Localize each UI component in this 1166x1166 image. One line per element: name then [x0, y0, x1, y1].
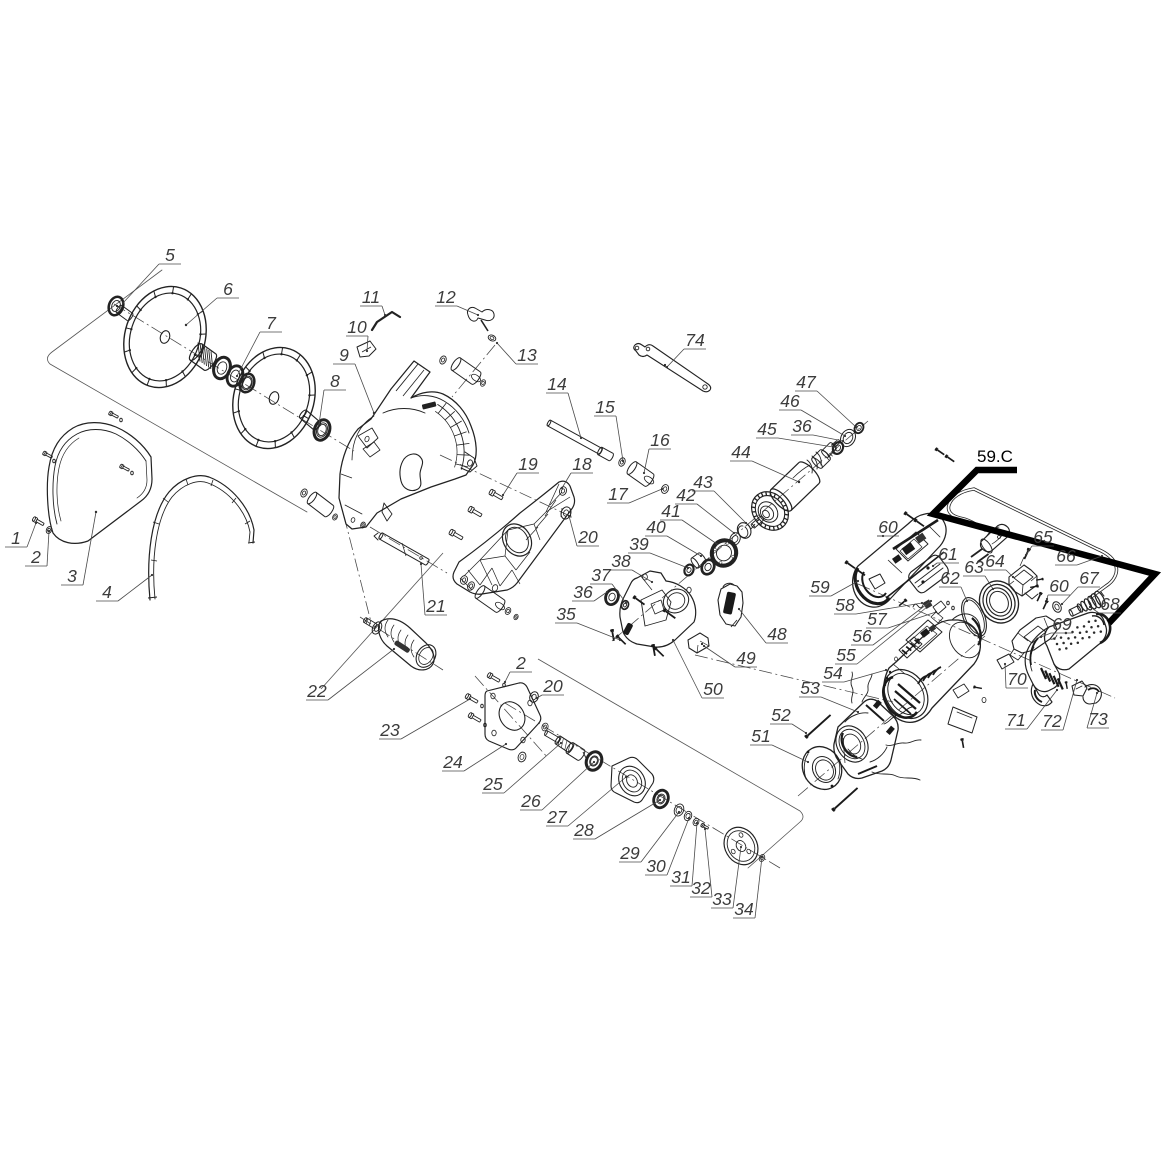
svg-text:16: 16 — [650, 430, 670, 450]
svg-text:36: 36 — [573, 582, 593, 602]
svg-text:61: 61 — [938, 544, 957, 564]
svg-text:51: 51 — [751, 726, 770, 746]
svg-text:59.C: 59.C — [977, 447, 1013, 466]
svg-text:62: 62 — [940, 568, 960, 588]
svg-text:10: 10 — [347, 317, 367, 337]
svg-text:9: 9 — [339, 345, 349, 365]
svg-text:27: 27 — [546, 807, 568, 827]
svg-text:63: 63 — [964, 557, 984, 577]
svg-text:22: 22 — [306, 681, 327, 701]
svg-text:40: 40 — [646, 517, 666, 537]
svg-text:26: 26 — [520, 791, 541, 811]
svg-text:36: 36 — [792, 416, 812, 436]
svg-text:58: 58 — [835, 595, 855, 615]
svg-text:53: 53 — [800, 678, 820, 698]
svg-text:52: 52 — [771, 705, 791, 725]
svg-text:24: 24 — [442, 752, 463, 772]
svg-text:45: 45 — [757, 419, 777, 439]
svg-text:21: 21 — [425, 596, 445, 616]
svg-text:65: 65 — [1033, 527, 1053, 547]
svg-text:20: 20 — [542, 676, 563, 696]
svg-text:32: 32 — [691, 878, 711, 898]
svg-text:59: 59 — [810, 577, 830, 597]
svg-text:48: 48 — [767, 624, 787, 644]
svg-text:64: 64 — [985, 551, 1005, 571]
svg-text:28: 28 — [573, 820, 594, 840]
svg-text:12: 12 — [436, 287, 456, 307]
svg-text:66: 66 — [1056, 546, 1076, 566]
svg-text:69: 69 — [1052, 614, 1072, 634]
svg-text:19: 19 — [518, 454, 538, 474]
svg-text:47: 47 — [796, 372, 817, 392]
svg-text:44: 44 — [731, 442, 751, 462]
svg-text:50: 50 — [703, 679, 723, 699]
svg-text:7: 7 — [266, 313, 277, 333]
svg-text:37: 37 — [591, 565, 612, 585]
svg-text:43: 43 — [693, 472, 713, 492]
svg-text:15: 15 — [595, 397, 615, 417]
svg-text:73: 73 — [1088, 709, 1108, 729]
svg-text:60: 60 — [1049, 576, 1069, 596]
svg-text:2: 2 — [30, 547, 41, 567]
svg-text:18: 18 — [572, 454, 592, 474]
svg-text:54: 54 — [823, 663, 843, 683]
svg-text:14: 14 — [547, 374, 567, 394]
svg-text:49: 49 — [736, 648, 756, 668]
svg-text:6: 6 — [223, 279, 233, 299]
svg-text:55: 55 — [836, 645, 856, 665]
svg-text:60: 60 — [878, 517, 898, 537]
svg-text:17: 17 — [608, 484, 629, 504]
svg-text:5: 5 — [165, 245, 175, 265]
svg-text:2: 2 — [515, 653, 526, 673]
svg-text:70: 70 — [1007, 669, 1027, 689]
svg-text:42: 42 — [676, 485, 696, 505]
svg-text:30: 30 — [646, 856, 666, 876]
svg-text:3: 3 — [67, 566, 77, 586]
svg-text:4: 4 — [102, 582, 112, 602]
svg-text:38: 38 — [611, 551, 631, 571]
svg-text:56: 56 — [852, 626, 872, 646]
svg-text:34: 34 — [734, 899, 754, 919]
svg-text:23: 23 — [379, 720, 400, 740]
svg-text:72: 72 — [1042, 711, 1062, 731]
svg-text:57: 57 — [867, 609, 888, 629]
svg-text:29: 29 — [619, 843, 640, 863]
svg-text:25: 25 — [482, 774, 503, 794]
svg-text:41: 41 — [661, 501, 680, 521]
svg-text:33: 33 — [712, 889, 732, 909]
svg-text:8: 8 — [330, 371, 340, 391]
svg-text:11: 11 — [362, 287, 380, 307]
svg-text:71: 71 — [1006, 710, 1025, 730]
svg-text:74: 74 — [685, 330, 705, 350]
svg-text:1: 1 — [11, 528, 21, 548]
svg-text:67: 67 — [1079, 568, 1100, 588]
svg-text:68: 68 — [1100, 594, 1120, 614]
svg-text:20: 20 — [577, 527, 598, 547]
svg-text:35: 35 — [556, 604, 576, 624]
svg-text:39: 39 — [629, 534, 649, 554]
svg-text:46: 46 — [780, 391, 800, 411]
svg-text:13: 13 — [517, 345, 537, 365]
svg-text:31: 31 — [671, 867, 690, 887]
